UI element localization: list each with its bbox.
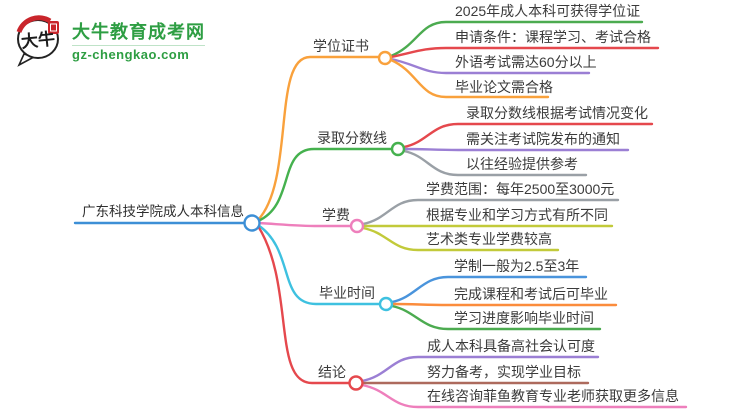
leaf-node[interactable]: 需关注考试院发布的通知	[466, 131, 620, 147]
root-node-handle[interactable]	[243, 214, 261, 232]
leaf-node[interactable]: 完成课程和考试后可毕业	[454, 286, 608, 302]
leaf-node[interactable]: 外语考试需达60分以上	[455, 54, 597, 70]
leaf-node[interactable]: 学费范围：每年2500至3000元	[426, 181, 615, 197]
leaf-node[interactable]: 毕业论文需合格	[455, 79, 553, 95]
branch-label-degree-cert[interactable]: 学位证书	[313, 38, 369, 54]
leaf-node[interactable]: 学制一般为2.5至3年	[454, 258, 580, 274]
leaf-node[interactable]: 申请条件：课程学习、考试合格	[455, 29, 651, 45]
svg-text:大牛: 大牛	[20, 28, 56, 52]
branch-handle-conclusion[interactable]	[348, 375, 364, 391]
branch-handle-graduation-time[interactable]	[378, 296, 394, 312]
branch-label-conclusion[interactable]: 结论	[318, 364, 346, 380]
brand-domain: gz-chengkao.com	[72, 45, 205, 62]
branch-handle-tuition[interactable]	[349, 218, 365, 234]
branch-handle-admission-score[interactable]	[390, 141, 406, 157]
leaf-node[interactable]: 根据专业和学习方式有所不同	[426, 207, 608, 223]
leaf-node[interactable]: 成人本科具备高社会认可度	[427, 338, 595, 354]
leaf-node[interactable]: 努力备考，实现学业目标	[427, 364, 581, 380]
branch-label-admission-score[interactable]: 录取分数线	[317, 130, 387, 146]
site-logo: 大牛 大牛教育成考网 gz-chengkao.com	[12, 12, 205, 68]
logo-bubble-icon: 大牛	[16, 15, 59, 67]
brand-name: 大牛教育成考网	[72, 22, 205, 42]
leaf-node[interactable]: 在线咨询菲鱼教育专业老师获取更多信息	[427, 388, 679, 404]
leaf-node[interactable]: 录取分数线根据考试情况变化	[466, 105, 648, 121]
branch-handle-degree-cert[interactable]	[377, 50, 393, 66]
branch-label-graduation-time[interactable]: 毕业时间	[319, 285, 375, 301]
leaf-node[interactable]: 2025年成人本科可获得学位证	[455, 3, 641, 19]
branch-label-tuition[interactable]: 学费	[322, 207, 350, 223]
leaf-node[interactable]: 艺术类专业学费较高	[426, 231, 552, 247]
leaf-node[interactable]: 学习进度影响毕业时间	[454, 310, 594, 326]
leaf-node[interactable]: 以往经验提供参考	[466, 156, 578, 172]
root-topic[interactable]: 广东科技学院成人本科信息	[82, 204, 244, 219]
